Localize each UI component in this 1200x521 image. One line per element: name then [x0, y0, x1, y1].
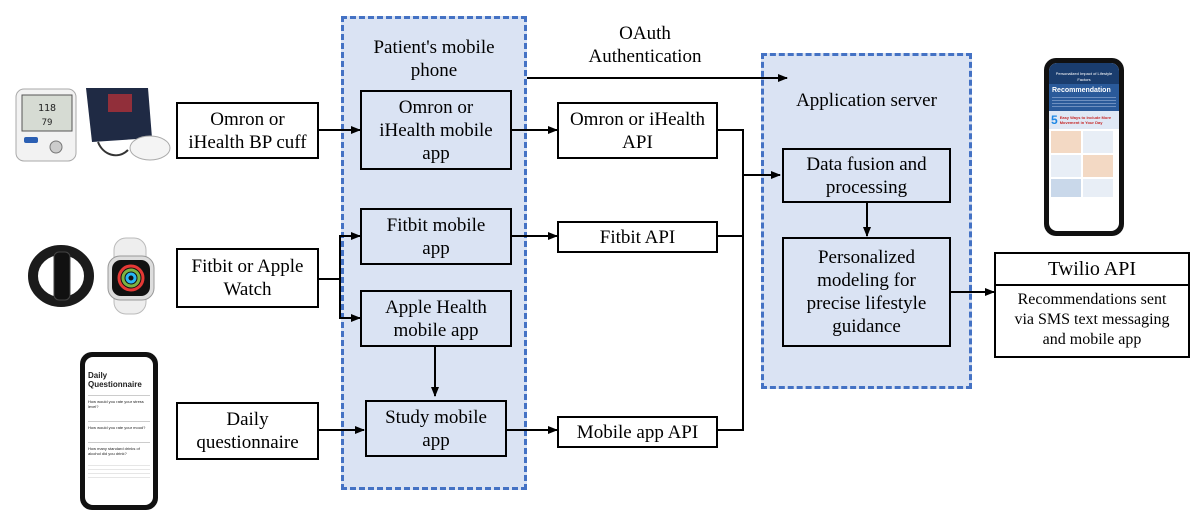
data-fusion-box: Data fusion and processing — [782, 148, 951, 203]
recommendation-banner-text: Easy Ways to Include More Movement in Yo… — [1059, 115, 1112, 125]
phone-panel-title: Patient's mobile phone — [373, 37, 495, 81]
omron-api-box: Omron or iHealth API — [557, 102, 718, 159]
questionnaire-question-3: How many standard drinks of alcohol did … — [88, 446, 140, 456]
server-panel-title: Application server — [796, 90, 937, 111]
watch-source-box: Fitbit or Apple Watch — [176, 248, 319, 308]
questionnaire-source-box: Daily questionnaire — [176, 402, 319, 460]
bp-monitor-image: 118 79 — [15, 88, 77, 162]
twilio-api-box: Twilio API Recommendations sent via SMS … — [994, 252, 1190, 358]
mobile-app-api-box: Mobile app API — [557, 416, 718, 448]
questionnaire-question-1: How would you rate your stress level? — [88, 399, 144, 409]
recommendation-banner-number: 5 — [1051, 113, 1058, 127]
recommendation-phone-image: Personalized Impact of Lifestyle Factors… — [1044, 58, 1124, 236]
twilio-api-title: Twilio API — [996, 254, 1188, 286]
arrow-watch-to-fitbit-app — [319, 232, 361, 280]
fitness-band-image — [28, 245, 94, 307]
omron-mobile-app-box: Omron or iHealth mobile app — [360, 90, 512, 170]
recommendation-banner: 5 Easy Ways to Include More Movement in … — [1049, 111, 1119, 129]
bp-cuff-image — [86, 88, 171, 161]
apple-health-app-box: Apple Health mobile app — [360, 290, 512, 347]
questionnaire-screen: Daily Questionnaire How would you rate y… — [85, 357, 153, 505]
twilio-api-body: Recommendations sent via SMS text messag… — [1014, 291, 1170, 348]
questionnaire-question-2: How would you rate your mood? — [88, 425, 146, 430]
study-mobile-app-box: Study mobile app — [365, 400, 507, 457]
recommendation-screen: Personalized Impact of Lifestyle Factors… — [1049, 63, 1119, 231]
oauth-label: OAuth Authentication — [588, 23, 702, 67]
recommendation-screen-title: Recommendation — [1052, 87, 1111, 94]
questionnaire-screen-title: Daily Questionnaire — [88, 371, 142, 389]
questionnaire-phone-image: Daily Questionnaire How would you rate y… — [80, 352, 158, 510]
fitbit-mobile-app-box: Fitbit mobile app — [360, 208, 512, 265]
line-apis-to-server — [718, 129, 744, 431]
svg-text:118: 118 — [38, 103, 56, 114]
arrow-watch-to-apple-health — [339, 279, 361, 322]
svg-text:79: 79 — [42, 118, 53, 128]
bp-cuff-source-box: Omron or iHealth BP cuff — [176, 102, 319, 159]
smartwatch-image — [107, 237, 155, 315]
personalized-modeling-box: Personalized modeling for precise lifest… — [782, 237, 951, 347]
recommendation-screen-header: Personalized Impact of Lifestyle Factors — [1049, 63, 1119, 84]
fitbit-api-box: Fitbit API — [557, 221, 718, 253]
